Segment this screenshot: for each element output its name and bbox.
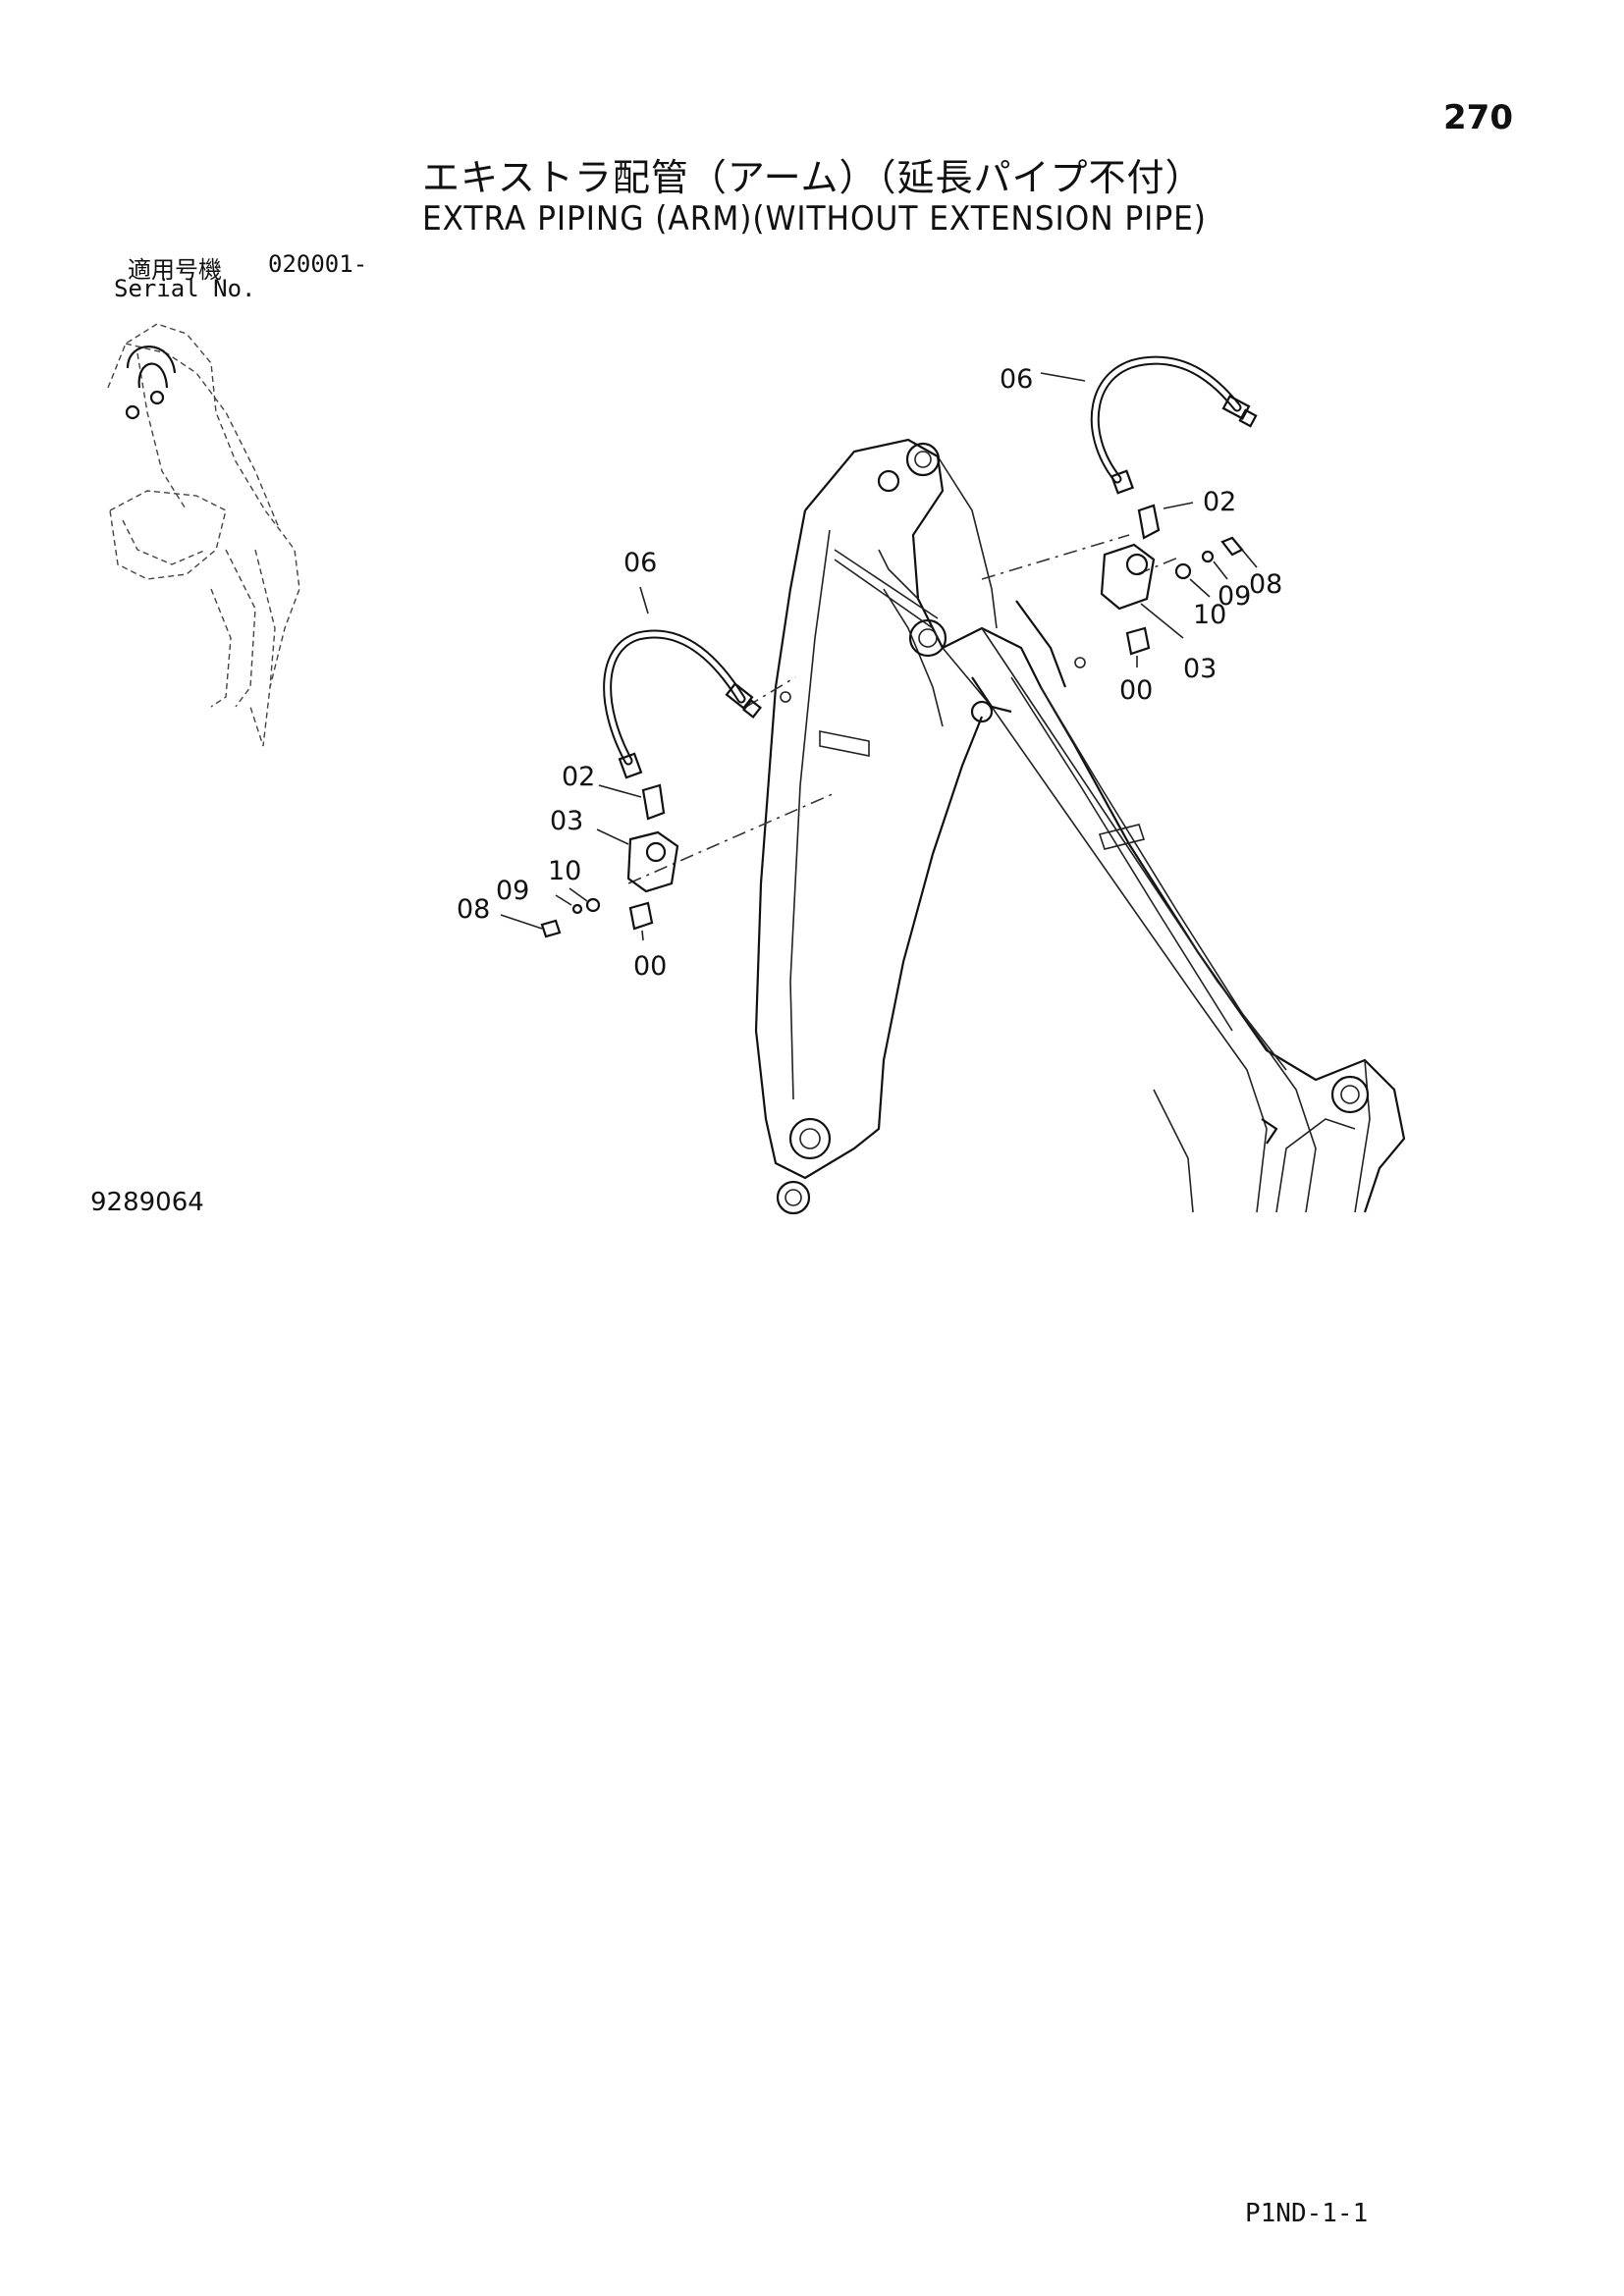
callout-hose-left: 06 <box>623 548 657 578</box>
callout-fitting-left: 02 <box>562 762 595 792</box>
callout-bolt-right: 08 <box>1249 569 1282 600</box>
figure-number: 9289064 <box>90 1188 204 1217</box>
callout-washer-left: 10 <box>548 856 581 886</box>
page-title-japanese: エキストラ配管（アーム）（延長パイプ不付） <box>422 156 1204 199</box>
page-number: 270 <box>1443 98 1513 137</box>
hose-assembly-upper: 06 02 03 10 09 08 00 <box>1000 355 1282 706</box>
serial-label-japanese: 適用号機 <box>128 256 222 284</box>
hose-assembly-lower: 06 02 03 10 09 08 00 <box>457 548 762 982</box>
callout-lockwasher-right: 09 <box>1218 581 1251 612</box>
footer-code: P1ND-1-1 <box>1245 2199 1369 2228</box>
locator-sketch <box>107 323 300 747</box>
serial-label-english: Serial No. <box>114 275 256 302</box>
callout-plug-left: 00 <box>633 951 667 982</box>
arm-structure <box>754 438 1406 1215</box>
serial-value: 020001- <box>268 250 368 278</box>
callout-bracket-left: 03 <box>550 806 583 836</box>
callout-bracket-right: 03 <box>1183 654 1217 684</box>
callout-fitting-right: 02 <box>1203 487 1236 517</box>
assembly-center-lines <box>627 534 1179 884</box>
page-title-english: EXTRA PIPING (ARM)(WITHOUT EXTENSION PIP… <box>422 199 1207 239</box>
callout-lockwasher-left: 09 <box>496 876 529 906</box>
callout-plug-right: 00 <box>1119 675 1153 706</box>
callout-bolt-left: 08 <box>457 894 490 925</box>
callout-washer-right: 10 <box>1193 600 1226 630</box>
callout-hose-top: 06 <box>1000 364 1033 395</box>
